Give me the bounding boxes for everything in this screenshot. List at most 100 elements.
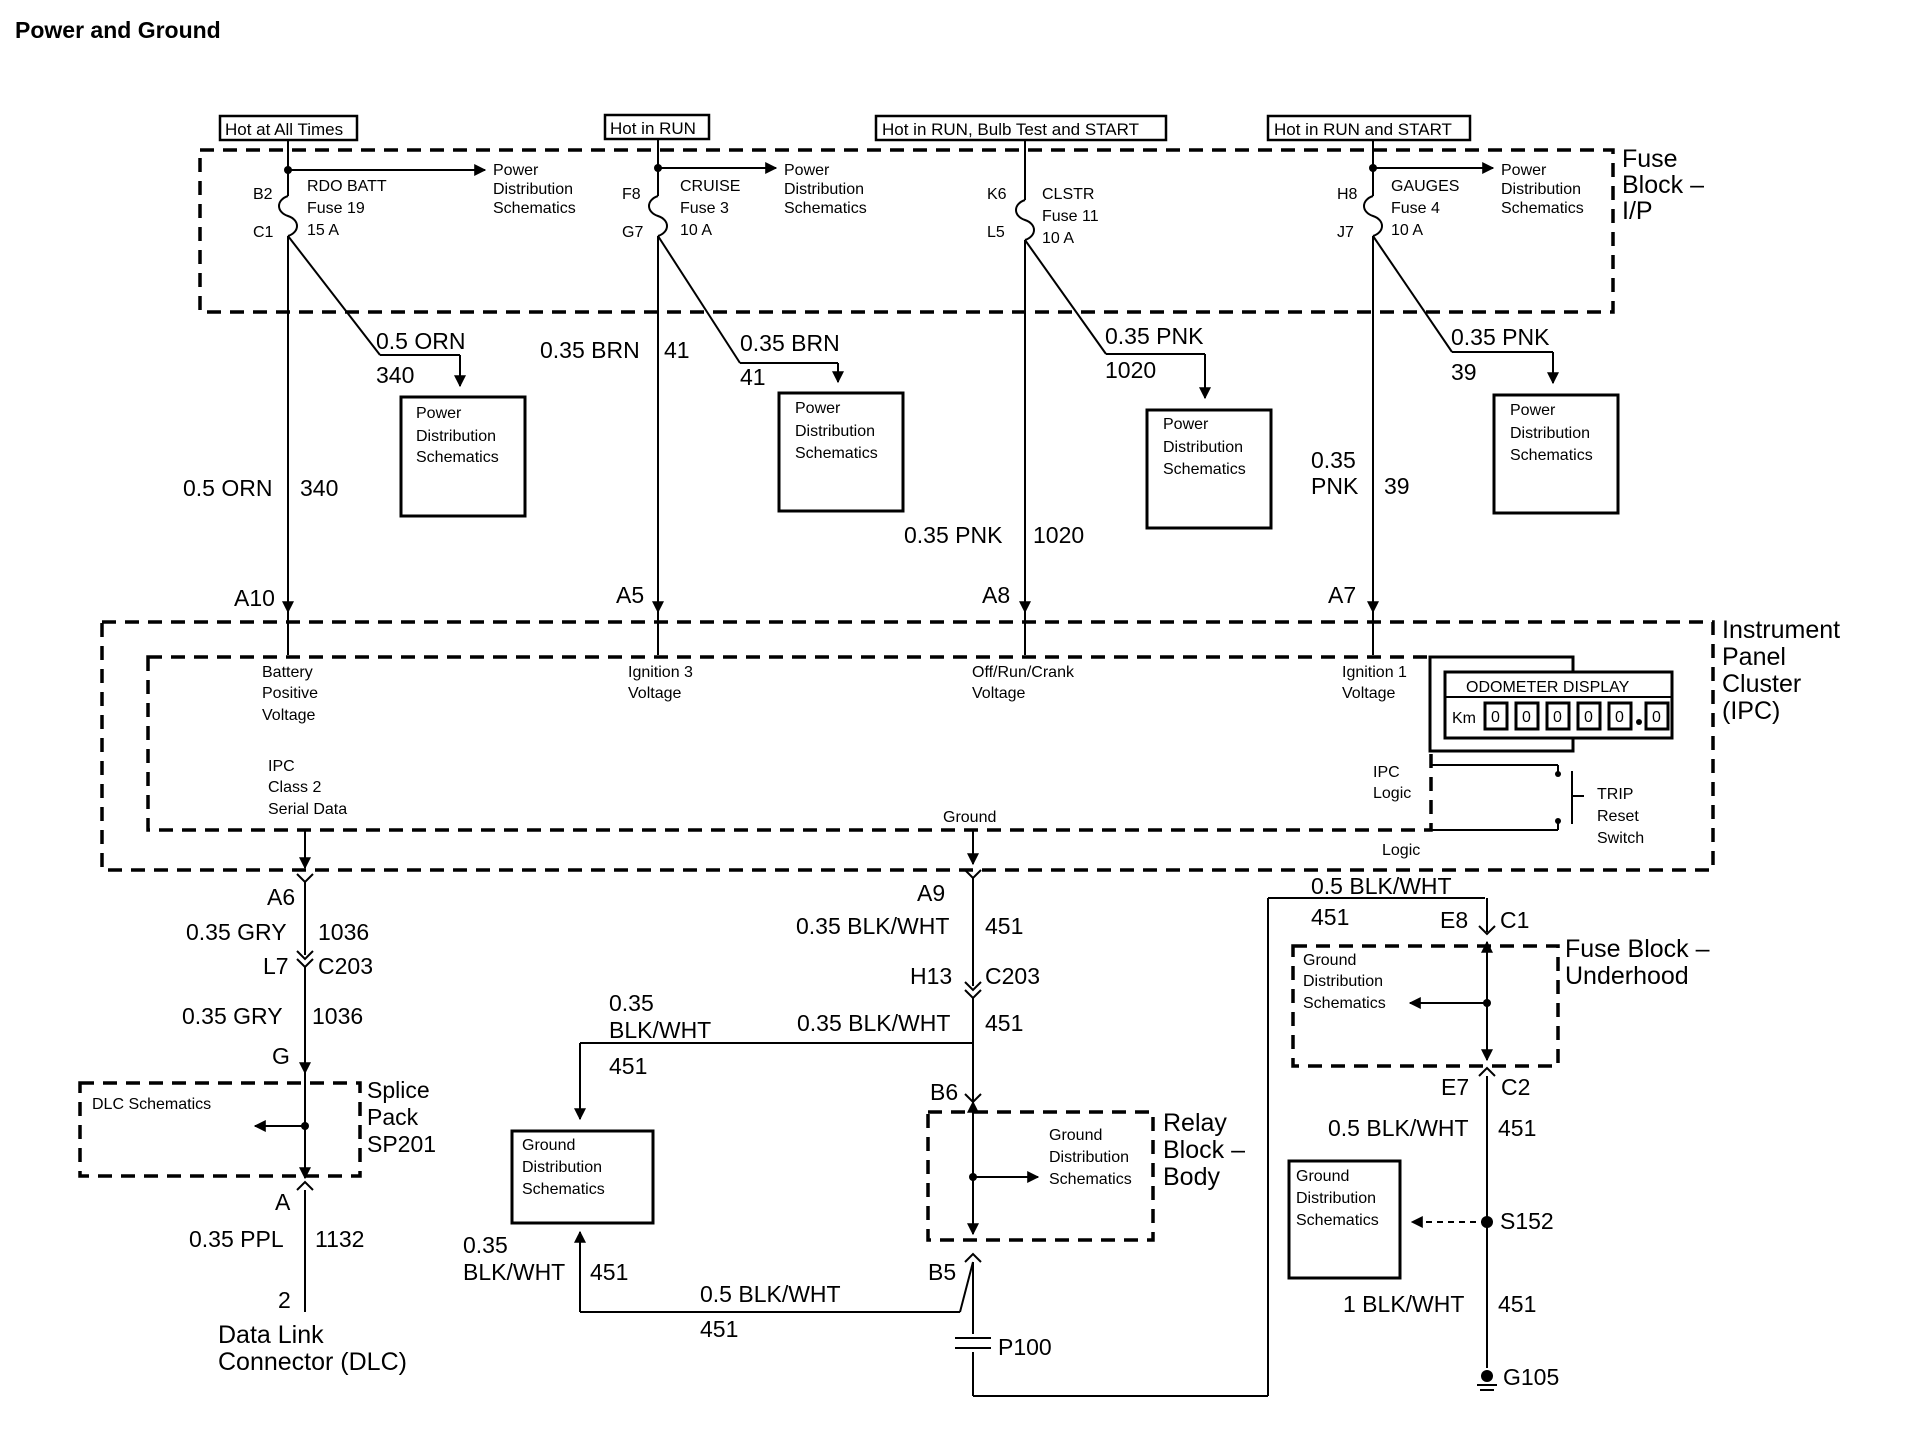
fb-gd-label: Ground bbox=[1303, 952, 1356, 969]
branch-wire-circuit: 1020 bbox=[1105, 357, 1156, 383]
ground-distribution-box bbox=[1287, 1159, 1402, 1280]
header-box bbox=[874, 114, 1168, 142]
pin-label: C1 bbox=[1500, 907, 1529, 933]
connector-name: C203 bbox=[318, 953, 373, 979]
voltage-headers: Hot at All Times Hot in RUN Hot in RUN, … bbox=[218, 113, 1472, 142]
fuse-name: CRUISE bbox=[680, 178, 740, 195]
branch-wire-circuit: 340 bbox=[376, 362, 414, 388]
header-hot-at-all-times: Hot at All Times bbox=[225, 120, 343, 139]
ground-distribution-box bbox=[510, 1129, 655, 1225]
wire-circuit: 451 bbox=[985, 1010, 1023, 1036]
fuse-top-pin: K6 bbox=[987, 186, 1007, 203]
relay-block-label: Body bbox=[1163, 1163, 1220, 1191]
dlc-label: Connector (DLC) bbox=[218, 1348, 407, 1376]
connector-name: C203 bbox=[985, 963, 1040, 989]
page-title: Power and Ground bbox=[15, 17, 221, 43]
wire-circuit: 1132 bbox=[315, 1226, 364, 1252]
logic-label: Logic bbox=[1382, 842, 1420, 859]
pd-top-label: Power bbox=[1501, 162, 1547, 179]
pd-box-label: Power bbox=[1163, 416, 1209, 433]
fuse-symbol bbox=[278, 195, 298, 237]
fb-gd-label: Distribution bbox=[1303, 973, 1383, 990]
ipc-pin: A7 bbox=[1328, 582, 1356, 608]
dlc-label: Data Link bbox=[218, 1321, 324, 1349]
ipc-pin: A10 bbox=[234, 585, 275, 611]
fuse-bottom-pin: J7 bbox=[1337, 224, 1354, 241]
ground-circuit: A9 0.35 BLK/WHT 451 H13 C203 0.35 BLK/WH… bbox=[463, 830, 1485, 1397]
pd-top-label: Distribution bbox=[1501, 181, 1581, 198]
power-distribution-box bbox=[777, 391, 905, 513]
fuse-block-underhood-outline bbox=[1291, 944, 1560, 1068]
fuse-top-pin: F8 bbox=[622, 186, 641, 203]
fuse-number: Fuse 4 bbox=[1391, 200, 1440, 217]
s152-gd-label: Ground bbox=[1296, 1168, 1349, 1185]
fuse-block-ip: Fuse Block – I/P bbox=[198, 145, 1704, 314]
fuse-block-ip-label: I/P bbox=[1622, 197, 1653, 225]
pin-label: C2 bbox=[1501, 1074, 1530, 1100]
battery-voltage-label: Voltage bbox=[262, 707, 315, 724]
trip-switch-label: Reset bbox=[1597, 808, 1639, 825]
relay-gd-label: Ground bbox=[1049, 1127, 1102, 1144]
s152-label: S152 bbox=[1500, 1208, 1554, 1234]
pin-label: E7 bbox=[1441, 1074, 1469, 1100]
feed-wire-color: 0.35 BRN bbox=[540, 337, 640, 363]
pd-top-label: Distribution bbox=[493, 181, 573, 198]
feed-wire-circuit: 41 bbox=[664, 337, 690, 363]
odometer-digit: 0 bbox=[1584, 709, 1593, 726]
wire-color: 0.35 bbox=[609, 990, 654, 1016]
offrun-voltage-label: Off/Run/Crank bbox=[972, 664, 1075, 681]
fuse-top-pin: H8 bbox=[1337, 186, 1358, 203]
splice-pack-label: Splice bbox=[367, 1077, 430, 1103]
wire-color: 0.5 BLK/WHT bbox=[1311, 873, 1452, 899]
odometer-digit: 0 bbox=[1522, 709, 1531, 726]
header-hot-in-run: Hot in RUN bbox=[610, 119, 696, 138]
pd-top-label: Power bbox=[493, 162, 539, 179]
wire-color: 0.5 BLK/WHT bbox=[700, 1281, 841, 1307]
pd-box-label: Distribution bbox=[1163, 439, 1243, 456]
wire-circuit: 451 bbox=[985, 913, 1023, 939]
wire-circuit: 451 bbox=[609, 1053, 647, 1079]
header-box bbox=[1266, 114, 1472, 142]
pin-label: 2 bbox=[278, 1287, 291, 1313]
relay-gd-label: Schematics bbox=[1049, 1171, 1132, 1188]
fuse-symbol bbox=[1363, 195, 1383, 237]
pd-top-label: Power bbox=[784, 162, 830, 179]
serial-data-label: Serial Data bbox=[268, 801, 347, 818]
fuse-number: Fuse 19 bbox=[307, 200, 365, 217]
wire-circuit: 451 bbox=[1311, 904, 1349, 930]
splice-pack-outline bbox=[78, 1081, 362, 1178]
fuse-column-cruise: F8 G7 CRUISE Fuse 3 10 A Power Distribut… bbox=[540, 139, 905, 614]
branch-wire-circuit: 39 bbox=[1451, 359, 1477, 385]
pd-box-label: Power bbox=[1510, 402, 1556, 419]
power-distribution-box bbox=[1492, 393, 1620, 515]
odometer-digit: 0 bbox=[1553, 709, 1562, 726]
fuse-block-underhood-label: Fuse Block – bbox=[1565, 935, 1710, 963]
gd-box-label: Schematics bbox=[522, 1181, 605, 1198]
battery-voltage-label: Positive bbox=[262, 685, 318, 702]
fb-gd-label: Schematics bbox=[1303, 995, 1386, 1012]
wire-circuit: 451 bbox=[1498, 1291, 1536, 1317]
pd-box-label: Schematics bbox=[1510, 447, 1593, 464]
fuse-block-ip-label: Block – bbox=[1622, 171, 1704, 199]
dlc-schematics-label: DLC Schematics bbox=[92, 1096, 211, 1113]
feed-wire-circuit: 39 bbox=[1384, 473, 1410, 499]
fuse-column-rdo-batt: B2 C1 RDO BATT Fuse 19 15 A Power Distri… bbox=[183, 140, 576, 614]
gd-box-label: Ground bbox=[522, 1137, 575, 1154]
trip-switch-label: TRIP bbox=[1597, 786, 1633, 803]
wire-color: 0.35 GRY bbox=[186, 919, 287, 945]
wire-color: 0.35 PPL bbox=[189, 1226, 284, 1252]
wire-color: BLK/WHT bbox=[463, 1259, 565, 1285]
pin-label: B5 bbox=[928, 1259, 956, 1285]
wire-circuit: 1036 bbox=[312, 1003, 363, 1029]
g105-label: G105 bbox=[1503, 1364, 1559, 1390]
fuse-number: Fuse 3 bbox=[680, 200, 729, 217]
fuse-number: Fuse 11 bbox=[1042, 208, 1099, 225]
fuse-column-clstr: K6 L5 CLSTR Fuse 11 10 A 0.35 PNK 1020 P… bbox=[904, 140, 1273, 614]
gd-box-label: Distribution bbox=[522, 1159, 602, 1176]
pd-box-label: Schematics bbox=[416, 449, 499, 466]
pd-top-label: Distribution bbox=[784, 181, 864, 198]
header-hot-in-run-bulb-test-start: Hot in RUN, Bulb Test and START bbox=[882, 120, 1139, 139]
pin-label: B6 bbox=[930, 1079, 958, 1105]
ignition3-voltage-label: Ignition 3 bbox=[628, 664, 693, 681]
pin-label: E8 bbox=[1440, 907, 1468, 933]
